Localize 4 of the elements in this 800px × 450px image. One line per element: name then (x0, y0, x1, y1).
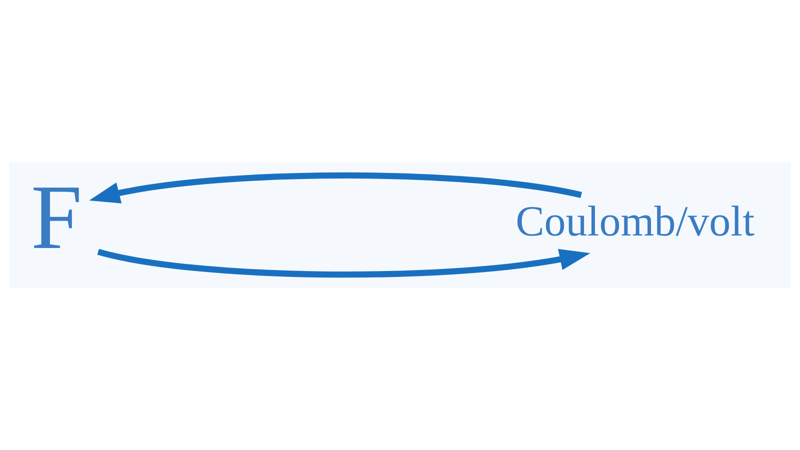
node-text: Coulomb/volt (516, 198, 755, 246)
node-text: F (30, 166, 82, 268)
arrow (97, 248, 590, 278)
arrow (89, 172, 582, 204)
